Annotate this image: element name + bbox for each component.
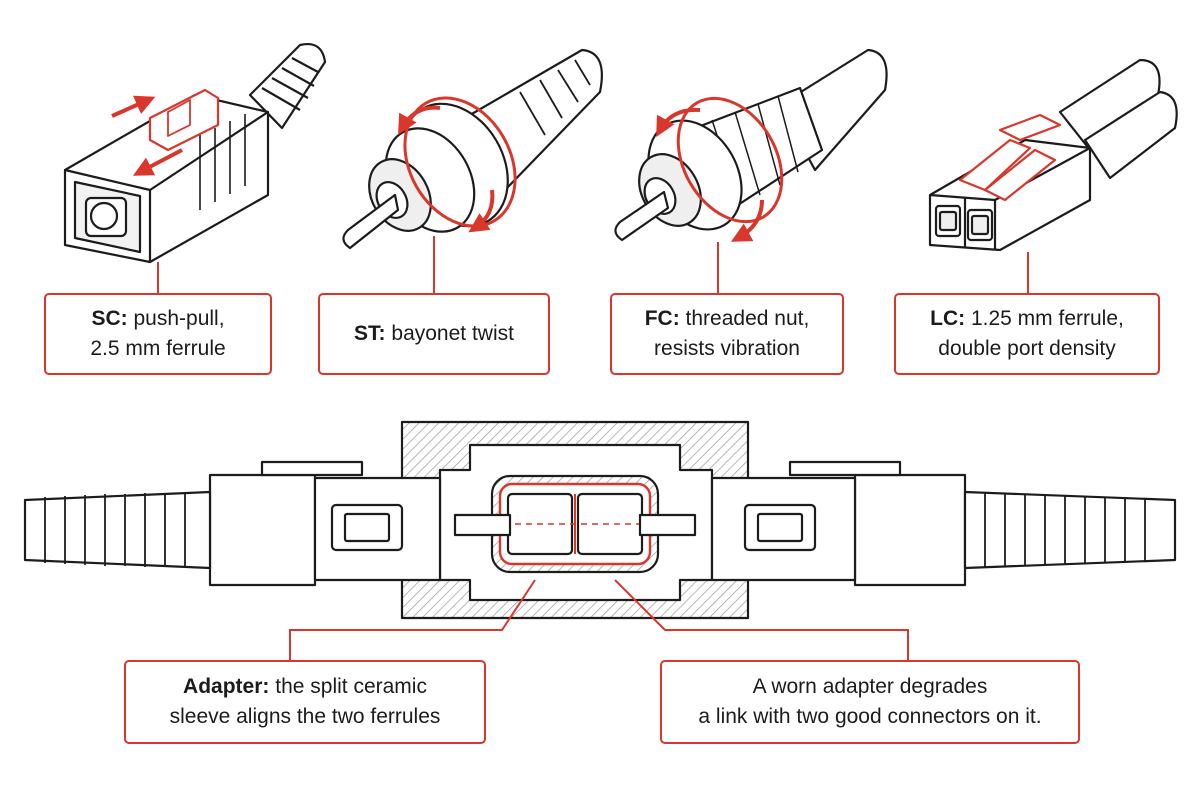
bottom-leader-lines xyxy=(289,579,909,660)
fc-desc-2: resists vibration xyxy=(654,337,800,360)
top-leader-lines xyxy=(157,236,1029,293)
st-desc-1: bayonet twist xyxy=(391,322,514,345)
lc-name: LC xyxy=(930,307,959,330)
worn-adapter-note-box: A worn adapter degrades a link with two … xyxy=(660,660,1080,744)
st-label-line1: ST: bayonet twist xyxy=(354,322,514,345)
sc-desc-2: 2.5 mm ferrule xyxy=(90,337,226,360)
lc-connector-icon xyxy=(928,58,1178,252)
lc-label-box: LC: 1.25 mm ferrule, double port density xyxy=(894,293,1160,375)
note-line2: a link with two good connectors on it. xyxy=(698,705,1042,728)
sc-desc-1: push-pull, xyxy=(133,307,225,330)
sc-connector-icon xyxy=(63,43,327,264)
sc-label-box: SC: push-pull, 2.5 mm ferrule xyxy=(44,293,272,375)
adapter-label-line1: Adapter: the split ceramic xyxy=(183,672,427,702)
st-connector-icon xyxy=(342,48,603,250)
sc-label-line1: SC: push-pull, xyxy=(91,307,225,330)
fc-name: FC xyxy=(644,307,673,330)
fc-connector-icon xyxy=(614,48,888,242)
lc-desc-1: 1.25 mm ferrule, xyxy=(970,307,1124,330)
adapter-name: Adapter: xyxy=(183,675,270,698)
st-label-box: ST: bayonet twist xyxy=(318,293,550,375)
lc-desc-2: double port density xyxy=(938,337,1116,360)
note-line1: A worn adapter degrades xyxy=(752,675,988,698)
fc-label-line1: FC: threaded nut, xyxy=(644,307,810,330)
fc-label-box: FC: threaded nut, resists vibration xyxy=(610,293,844,375)
fc-desc-1: threaded nut, xyxy=(685,307,810,330)
adapter-desc-1: the split ceramic xyxy=(275,675,427,698)
adapter-label-box: Adapter: the split ceramic sleeve aligns… xyxy=(124,660,486,744)
st-name: ST xyxy=(354,322,379,345)
adapter-desc-2: sleeve aligns the two ferrules xyxy=(169,705,441,728)
adapter-cross-section-icon xyxy=(23,420,1177,620)
lc-label-line1: LC: 1.25 mm ferrule, xyxy=(930,307,1124,330)
sc-name: SC xyxy=(91,307,121,330)
